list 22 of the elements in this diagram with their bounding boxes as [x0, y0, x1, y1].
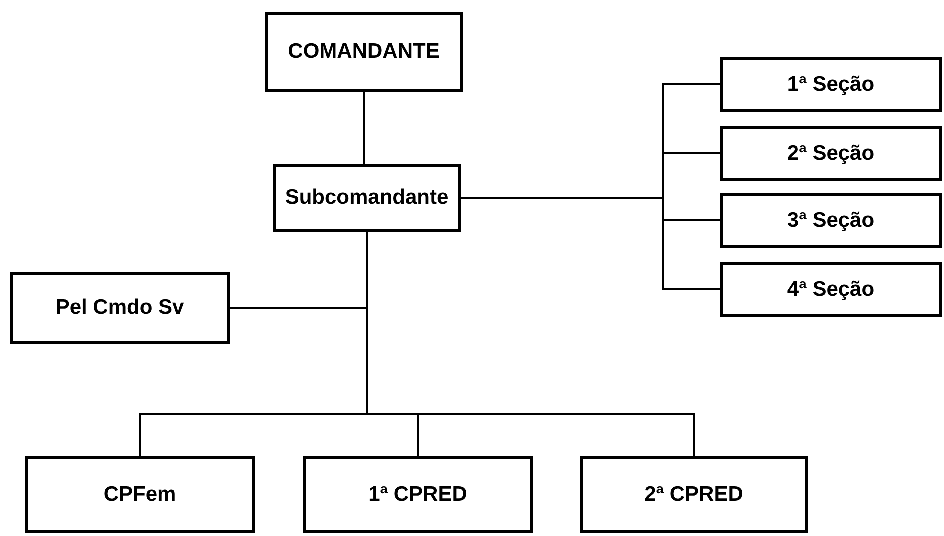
org-box: [720, 126, 942, 181]
unit-label: 3ª Seção: [787, 208, 875, 232]
org-box: [265, 12, 463, 92]
unit-label: 4ª Seção: [787, 278, 875, 302]
unit-label: CPFem: [104, 482, 176, 506]
connector-line: [461, 197, 720, 290]
unit-label: 2ª Seção: [787, 142, 875, 166]
org-box: [720, 262, 942, 317]
unit-label: 2ª CPRED: [644, 482, 744, 506]
unit-label: Subcomandante: [285, 186, 449, 210]
connector-line: [363, 92, 365, 164]
unit-label: 1ª Seção: [787, 72, 875, 96]
unit-label: Pel Cmdo Sv: [56, 296, 184, 320]
unit-label: 1ª CPRED: [368, 482, 468, 506]
org-box: [720, 193, 942, 248]
org-box: [273, 164, 461, 232]
org-box: [303, 456, 533, 533]
org-box: [10, 272, 230, 344]
org-box: [25, 456, 255, 533]
org-box: [580, 456, 808, 533]
unit-label: COMANDANTE: [288, 40, 440, 64]
org-box: [720, 57, 942, 112]
